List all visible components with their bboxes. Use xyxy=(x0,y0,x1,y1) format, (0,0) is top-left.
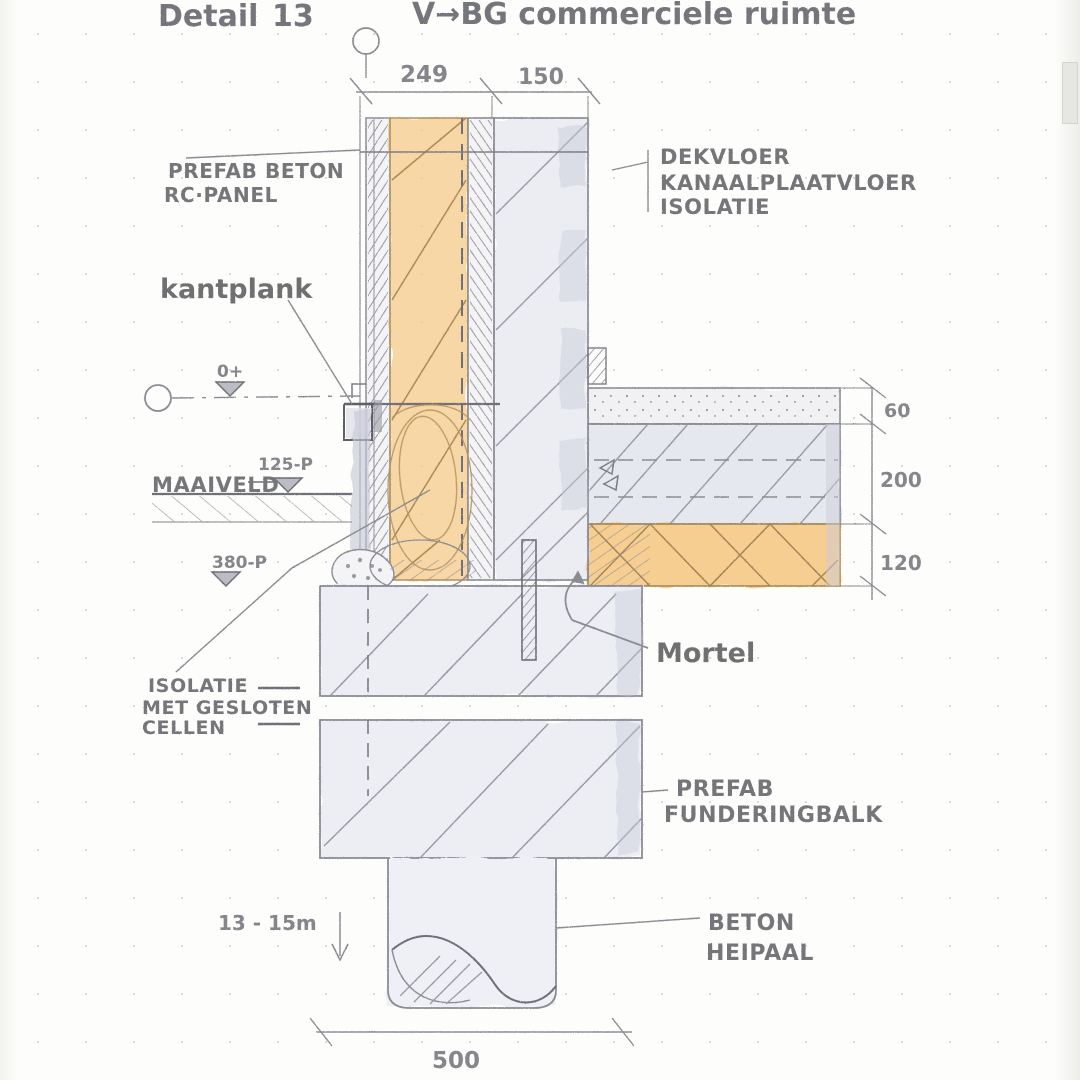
dim-249: 249 xyxy=(400,62,448,88)
gravel-bed xyxy=(331,539,471,593)
dim-200: 200 xyxy=(880,468,922,492)
label-prefab-beton-line1: PREFAB BETON xyxy=(168,159,344,183)
page-edge-left xyxy=(0,0,18,1080)
prefab-foundation-beam-lower xyxy=(320,720,642,858)
steel-anchor xyxy=(587,347,607,385)
label-kantplank: kantplank xyxy=(160,274,313,305)
prefab-wall-panel xyxy=(359,117,391,581)
concrete-pile xyxy=(388,858,556,1006)
level-foundation-label: 380-P xyxy=(212,553,267,573)
slab-detail-symbol xyxy=(598,458,619,492)
level-maaiveld-label: 125-P xyxy=(258,455,313,475)
label-isolatie-line2: MET GESLOTEN xyxy=(142,697,312,719)
label-dekvloer: DEKVLOER xyxy=(660,145,790,169)
mortar-bed xyxy=(588,524,650,586)
dim-60: 60 xyxy=(884,400,910,422)
leader-lines xyxy=(175,149,701,962)
label-prefab-funderingbalk-line2: FUNDERINGBALK xyxy=(664,803,883,828)
label-prefab-beton-line2: RC·PANEL xyxy=(164,183,278,207)
title-detail-label: Detail xyxy=(158,0,258,34)
prefab-foundation-beam-upper xyxy=(320,586,642,696)
label-kanaalplaatvloer: KANAALPLAATVLOER xyxy=(660,171,917,195)
page-tab-marker xyxy=(1062,62,1078,124)
dim-500: 500 xyxy=(432,1048,480,1074)
slab-voids xyxy=(594,459,838,498)
screed-layer xyxy=(588,388,840,424)
label-prefab-funderingbalk-line1: PREFAB xyxy=(676,777,774,802)
ground-line-maaiveld xyxy=(152,492,352,523)
top-dimension-line xyxy=(349,77,601,118)
level-zero-label: 0+ xyxy=(217,362,243,382)
grid-bubble-top xyxy=(352,27,380,78)
right-dimension-line xyxy=(840,377,887,600)
wall-shading xyxy=(560,126,586,510)
label-pile-length: 13 - 15m xyxy=(218,911,317,935)
label-maaiveld: MAAIVELD xyxy=(152,473,279,497)
bottom-dimension-line xyxy=(309,1017,635,1047)
label-isolatie-line1: ISOLATIE xyxy=(148,675,248,697)
label-mortel: Mortel xyxy=(656,638,755,669)
label-beton-heipaal-line2: HEIPAAL xyxy=(706,941,814,966)
level-marker-maaiveld xyxy=(248,477,304,494)
wall-insulation-core xyxy=(390,118,468,580)
dim-120: 120 xyxy=(880,551,922,575)
mortar-strip-wall-base xyxy=(390,560,476,580)
level-marker-foundation xyxy=(210,571,242,588)
isolatie-tick-marks xyxy=(258,686,300,726)
title-subject: V→BG commerciele ruimte xyxy=(412,0,856,32)
pile-break-line xyxy=(391,935,557,1005)
wall-inner-leaf xyxy=(461,117,495,581)
title-detail-number: 13 xyxy=(272,0,314,34)
outer-wall-shading xyxy=(352,410,370,576)
level-axis-zero xyxy=(144,381,361,412)
dim-150: 150 xyxy=(518,65,564,90)
dowel-anchor xyxy=(521,539,537,661)
label-isolatie-line3: CELLEN xyxy=(142,717,226,739)
label-isolatie-floor: ISOLATIE xyxy=(660,195,770,219)
page-edge-right xyxy=(1054,0,1080,1080)
label-beton-heipaal-line1: BETON xyxy=(708,911,795,936)
